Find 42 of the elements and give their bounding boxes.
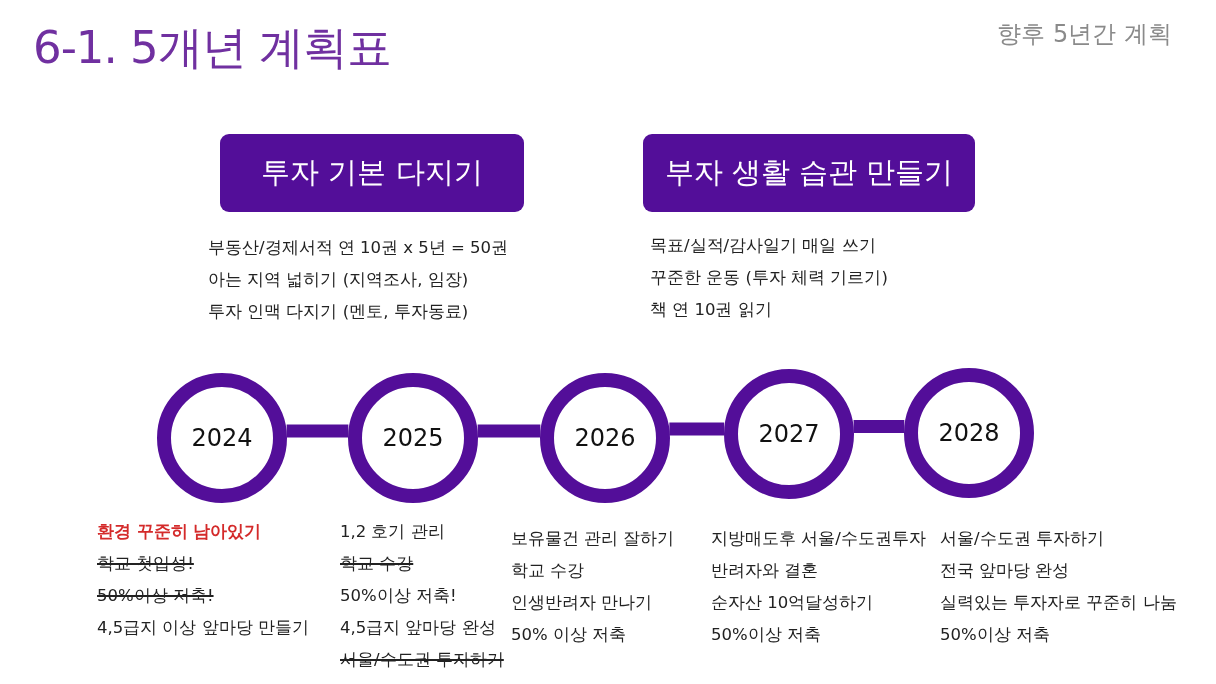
plan-text: 책 연 10권 읽기 bbox=[650, 299, 772, 321]
theme-title: 부자 생활 습관 만들기 bbox=[664, 154, 954, 191]
goal-text: 서울/수도권 투자하기 bbox=[940, 528, 1104, 550]
theme-title: 투자 기본 다지기 bbox=[261, 154, 483, 191]
timeline-connector bbox=[286, 424, 349, 438]
year-label: 2027 bbox=[758, 420, 820, 448]
goal-text: 50%이상 저축! bbox=[340, 585, 457, 607]
goal-text: 학교 첫입성! bbox=[97, 553, 194, 575]
goal-text: 1,2 호기 관리 bbox=[340, 521, 445, 543]
timeline-connector bbox=[477, 424, 541, 438]
goal-text: 실력있는 투자자로 꾸준히 나눔 bbox=[940, 592, 1177, 614]
goal-text: 순자산 10억달성하기 bbox=[711, 592, 874, 614]
theme-header-box bbox=[643, 134, 975, 212]
goal-text: 4,5급지 앞마당 완성 bbox=[340, 617, 496, 639]
goal-text: 환경 꾸준히 남아있기 bbox=[97, 521, 262, 543]
year-label: 2028 bbox=[938, 419, 1000, 447]
plan-text: 아는 지역 넓히기 (지역조사, 임장) bbox=[208, 269, 469, 291]
goal-text: 학교 수강 bbox=[511, 560, 585, 582]
theme-header-box bbox=[220, 134, 524, 212]
timeline-connector bbox=[669, 422, 725, 436]
subtitle-text: 향후 5년간 계획 bbox=[997, 20, 1172, 49]
timeline-connector bbox=[853, 420, 905, 433]
goal-text: 전국 앞마당 완성 bbox=[940, 560, 1070, 582]
plan-text: 투자 인맥 다지기 (멘토, 투자동료) bbox=[208, 301, 469, 323]
goal-text: 인생반려자 만나기 bbox=[511, 592, 653, 614]
goal-text: 학교 수강 bbox=[340, 553, 414, 575]
goal-text: 서울/수도권 투자하기 bbox=[340, 649, 504, 671]
goal-text: 50%이상 저축 bbox=[711, 624, 821, 646]
goal-text: 4,5급지 이상 앞마당 만들기 bbox=[97, 617, 309, 639]
goal-text: 50% 이상 저축 bbox=[511, 624, 627, 646]
goal-text: 50%이상 저축! bbox=[97, 585, 214, 607]
plan-text: 꾸준한 운동 (투자 체력 기르기) bbox=[650, 267, 888, 289]
year-label: 2024 bbox=[191, 424, 253, 452]
goal-text: 반려자와 결혼 bbox=[711, 560, 819, 582]
year-label: 2026 bbox=[574, 424, 636, 452]
goal-text: 지방매도후 서울/수도권투자 bbox=[711, 528, 926, 550]
goal-text: 보유물건 관리 잘하기 bbox=[511, 528, 675, 550]
plan-text: 목표/실적/감사일기 매일 쓰기 bbox=[650, 235, 876, 257]
page-title: 6-1. 5개년 계획표 bbox=[33, 22, 392, 74]
year-label: 2025 bbox=[382, 424, 444, 452]
plan-text: 부동산/경제서적 연 10권 x 5년 = 50권 bbox=[208, 237, 509, 259]
goal-text: 50%이상 저축 bbox=[940, 624, 1050, 646]
